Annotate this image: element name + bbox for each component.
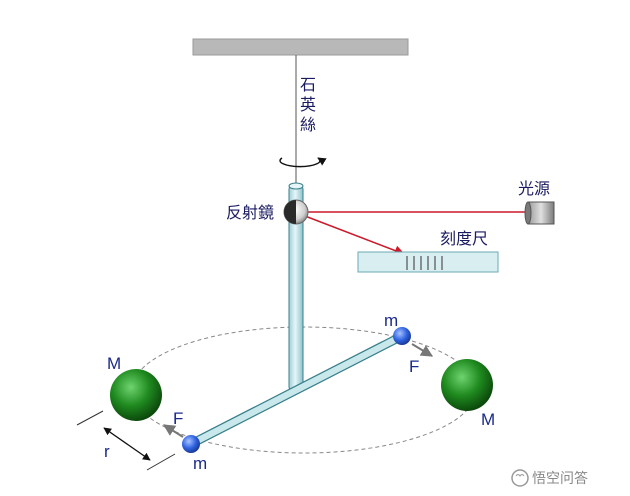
force-arrow-top bbox=[411, 343, 434, 357]
force-arrow-bottom bbox=[162, 424, 184, 438]
rod-top-cap bbox=[288, 182, 304, 190]
distance-label: r bbox=[104, 442, 110, 461]
watermark-text: 悟空问答 bbox=[532, 470, 588, 487]
mirror-label: 反射鏡 bbox=[226, 203, 274, 222]
crossbar bbox=[186, 331, 407, 449]
small-mass-bottom-label: m bbox=[193, 454, 207, 473]
force-top-label: F bbox=[409, 357, 419, 376]
force-bottom-label: F bbox=[173, 409, 183, 428]
big-mass-left bbox=[110, 369, 162, 421]
small-mass-top-label: m bbox=[384, 311, 398, 330]
small-mass-top bbox=[393, 327, 411, 345]
scale-label: 刻度尺 bbox=[440, 229, 488, 248]
light-source-label: 光源 bbox=[518, 179, 550, 198]
big-mass-right-label: M bbox=[481, 410, 495, 429]
watermark-logo-icon bbox=[511, 469, 529, 487]
distance-indicator bbox=[76, 410, 176, 471]
fiber-label-text: 石英絲 bbox=[300, 75, 316, 134]
light-source bbox=[524, 201, 555, 225]
rotation-arrow-icon bbox=[279, 157, 327, 168]
big-mass-right bbox=[441, 359, 493, 411]
watermark: 悟空问答 bbox=[511, 469, 588, 487]
scale-ruler bbox=[357, 251, 499, 273]
ceiling-support bbox=[192, 38, 409, 56]
small-mass-bottom bbox=[182, 435, 200, 453]
big-mass-left-label: M bbox=[107, 354, 121, 373]
mirror bbox=[283, 199, 309, 225]
reflected-light-ray bbox=[304, 215, 405, 256]
fiber-label: 石英絲 bbox=[300, 75, 316, 134]
